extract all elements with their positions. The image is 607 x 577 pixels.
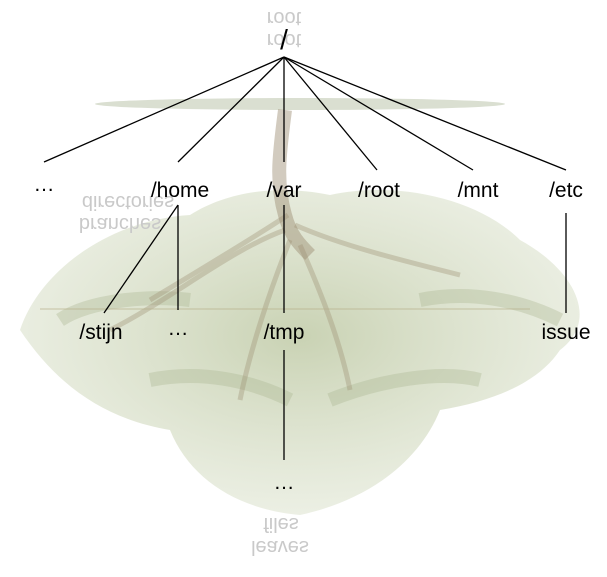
tree-canopy	[20, 190, 580, 515]
node-etc[interactable]: /etc	[549, 179, 583, 202]
node-dots-level3[interactable]: …	[273, 471, 295, 494]
edge-root-etc	[283, 56, 567, 171]
tree-branches	[108, 212, 461, 401]
edge-root-dots1	[43, 56, 285, 163]
ground-shadow	[95, 98, 505, 110]
tree-edges	[43, 56, 567, 460]
node-root[interactable]: /	[280, 24, 288, 55]
edge-home-stijn	[103, 204, 179, 314]
node-stijn[interactable]: /stijn	[79, 321, 123, 344]
node-root-dir[interactable]: /root	[357, 179, 401, 202]
node-tmp[interactable]: /tmp	[263, 321, 305, 344]
node-dots-level2[interactable]: …	[167, 317, 189, 340]
edge-root-home	[177, 56, 285, 163]
node-mnt[interactable]: /mnt	[457, 179, 499, 202]
node-home[interactable]: /home	[150, 179, 210, 202]
faint-label-leaves: leaves	[251, 536, 309, 558]
faint-label-files: files	[263, 513, 299, 535]
node-issue[interactable]: issue	[541, 321, 591, 344]
faint-label-branches: branches	[78, 213, 162, 235]
node-var[interactable]: /var	[266, 179, 302, 202]
edge-root-rootdir	[283, 56, 378, 171]
edge-root-mnt	[283, 56, 474, 171]
tree-foliage-clumps	[56, 289, 564, 407]
node-dots-level1[interactable]: …	[33, 173, 55, 196]
